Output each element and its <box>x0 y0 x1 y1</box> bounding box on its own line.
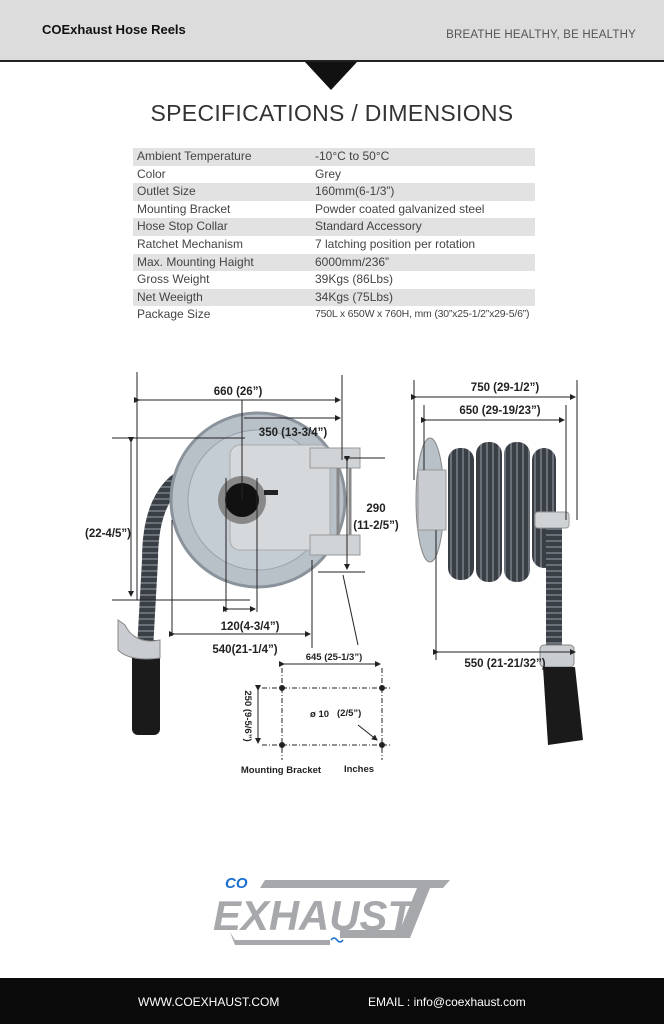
spec-value: Grey <box>315 166 342 181</box>
spec-label: Ratchet Mechanism <box>137 236 244 251</box>
footer-bar: WWW.COEXHAUST.COM EMAIL : info@coexhaust… <box>0 978 664 1024</box>
spec-row: Gross Weight 39Kgs (86Lbs) <box>133 271 535 289</box>
spec-label: Ambient Temperature <box>137 149 252 163</box>
logo-co: CO <box>225 875 248 892</box>
coexhaust-logo: CO EXHAUST <box>213 875 450 945</box>
spec-row: Outlet Size 160mm(6-1/3”) <box>133 183 535 201</box>
spec-value: 750L x 650W x 760H, mm (30”x25-1/2”x29-5… <box>315 308 530 321</box>
spec-label: Gross Weight <box>137 272 210 287</box>
page-title: SPECIFICATIONS / DIMENSIONS <box>150 100 514 126</box>
website-link[interactable]: WWW.COEXHAUST.COM <box>138 995 280 1009</box>
front-view-reel <box>117 411 361 735</box>
spec-value: -10°C to 50°C <box>315 149 390 163</box>
spec-row: Package Size 750L x 650W x 760H, mm (30”x… <box>133 306 535 324</box>
dim-bracket-depth: 250 (9-5/6”) <box>242 690 253 741</box>
bracket-caption: Mounting Bracket <box>241 765 322 776</box>
mounting-bracket-diagram <box>255 661 392 760</box>
spec-value: Standard Accessory <box>315 219 422 234</box>
spec-row: Max. Mounting Haight 6000mm/236” <box>133 253 535 272</box>
dim-front-offset: 350 (13-3/4”) <box>259 427 328 439</box>
dim-front-width: 660 (26”) <box>214 386 263 398</box>
dimension-drawings: 660 (26”) 350 (13-3/4”) (22-4/5”) 290 (1… <box>85 372 583 776</box>
spec-value: 160mm(6-1/3”) <box>315 184 395 199</box>
spec-value: 34Kgs (75Lbs) <box>315 289 394 304</box>
header-bar: COExhaust Hose Reels BREATHE HEALTHY, BE… <box>0 0 664 62</box>
spec-row: Color Grey <box>133 166 535 184</box>
spec-value: 6000mm/236” <box>315 254 390 269</box>
spec-label: Outlet Size <box>137 184 196 199</box>
dim-side-inner: 650 (29-19/23”) <box>459 405 540 417</box>
dim-front-height: (22-4/5”) <box>85 528 131 540</box>
spec-label: Color <box>137 166 166 181</box>
brand-title: COExhaust Hose Reels <box>42 22 186 37</box>
side-view-reel <box>415 437 583 745</box>
dim-hole-diameter: ø 10 <box>310 709 329 720</box>
dim-bracket-height-mm: 290 <box>366 503 385 515</box>
spec-label: Mounting Bracket <box>137 201 231 216</box>
spec-label: Package Size <box>137 307 211 322</box>
spec-label: Max. Mounting Haight <box>137 254 254 269</box>
email-link[interactable]: EMAIL : info@coexhaust.com <box>368 995 526 1009</box>
dim-bracket-height-in: (11-2/5”) <box>353 520 399 532</box>
spec-label: Hose Stop Collar <box>137 219 228 234</box>
dim-outlet-offset: 120(4-3/4”) <box>221 621 280 633</box>
spec-row: Ambient Temperature -10°C to 50°C <box>133 148 535 166</box>
dim-depth: 540(21-1/4”) <box>212 644 277 656</box>
spec-value: 7 latching position per rotation <box>315 236 476 251</box>
spec-value: 39Kgs (86Lbs) <box>315 272 394 287</box>
spec-row: Hose Stop Collar Standard Accessory <box>133 218 535 236</box>
slogan: BREATHE HEALTHY, BE HEALTHY <box>446 29 636 41</box>
dim-hole-diameter-in: (2/5”) <box>337 708 361 719</box>
spec-row: Ratchet Mechanism 7 latching position per… <box>133 236 535 254</box>
dim-side-hose-offset: 550 (21-21/32”) <box>464 658 545 670</box>
spec-row: Mounting Bracket Powder coated galvanized… <box>133 201 535 219</box>
dim-side-overall: 750 (29-1/2”) <box>471 382 540 394</box>
spec-row: Net Weeigth 34Kgs (75Lbs) <box>133 288 535 307</box>
spec-label: Net Weeigth <box>137 289 203 304</box>
dim-bracket-width: 645 (25-1/3”) <box>306 652 363 663</box>
logo-exhaust: EXHAUST <box>213 892 416 939</box>
pointer-triangle-icon <box>305 62 357 90</box>
units-caption: Inches <box>344 764 374 775</box>
spec-value: Powder coated galvanized steel <box>315 201 485 216</box>
